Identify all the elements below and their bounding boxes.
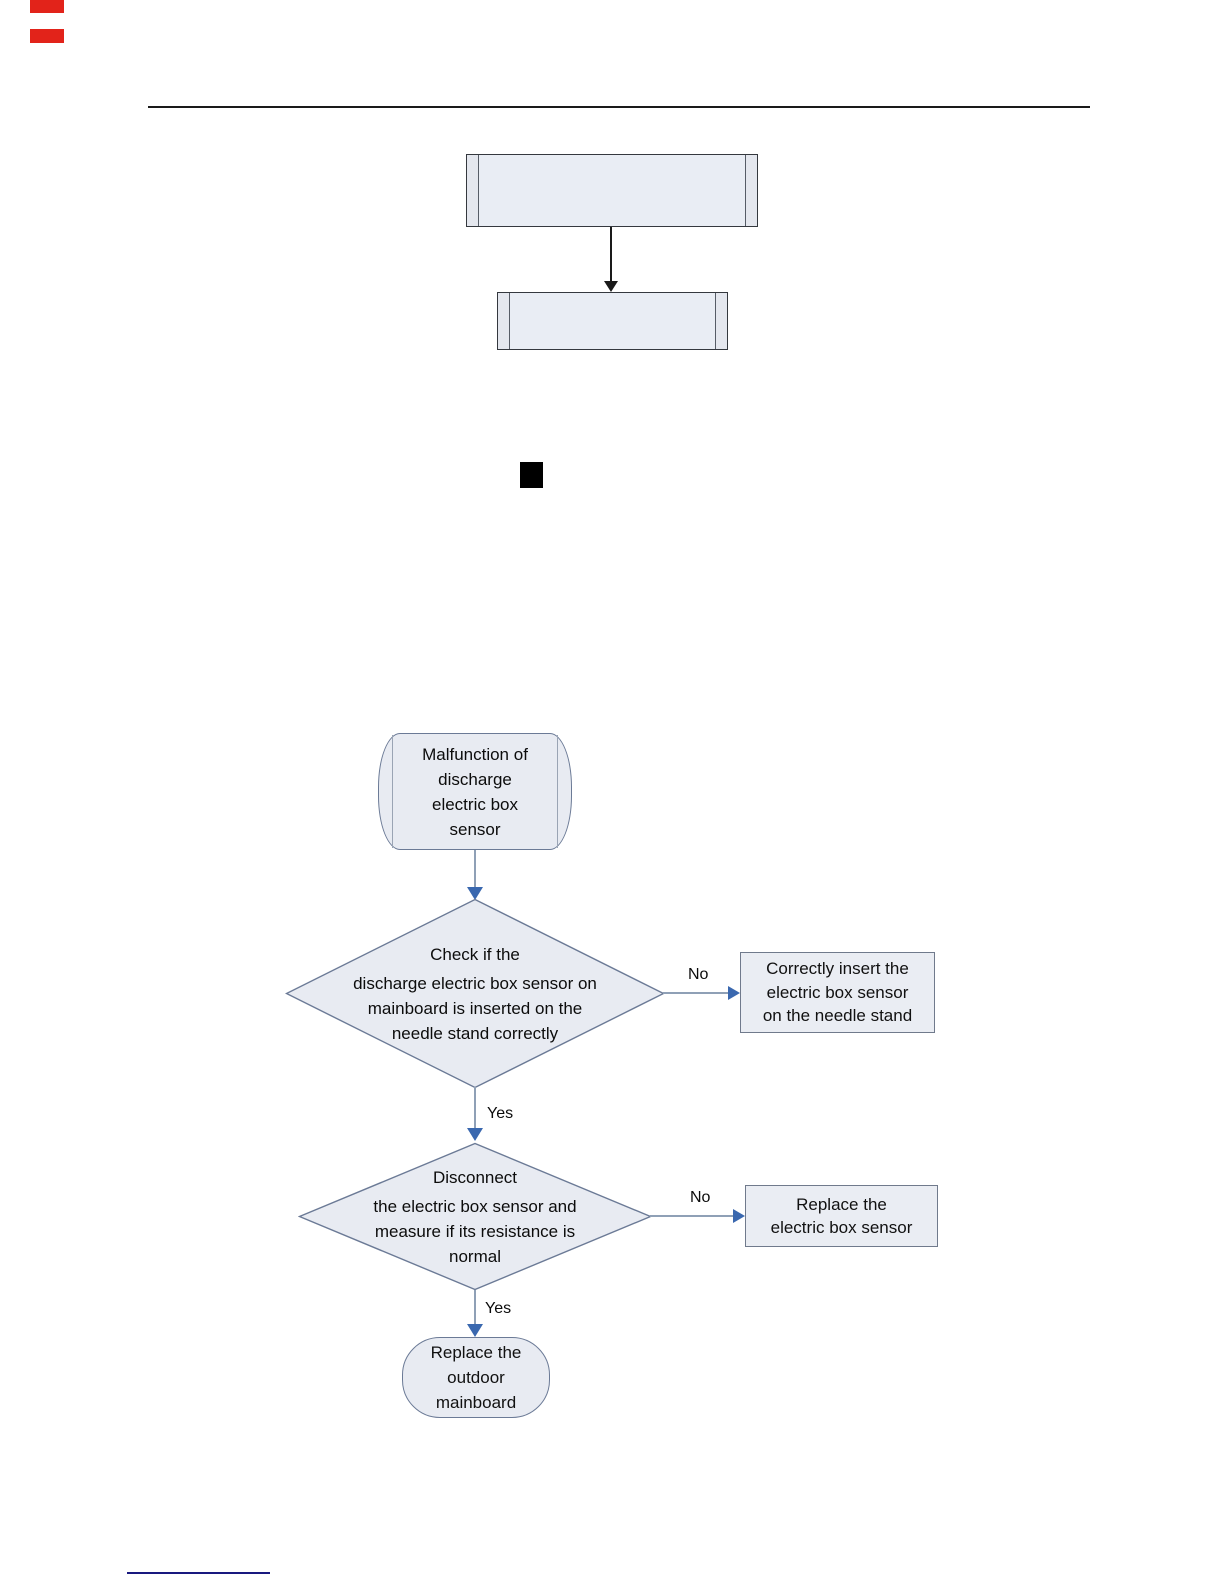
text-line: Correctly insert the bbox=[766, 959, 909, 979]
arrowhead-down-icon bbox=[467, 1128, 483, 1141]
text-line: Check if the bbox=[430, 944, 520, 964]
branch-label-no: No bbox=[690, 1189, 711, 1206]
flowchart-start-node bbox=[378, 733, 572, 850]
text-line: normal bbox=[449, 1246, 501, 1266]
text-line: discharge bbox=[438, 769, 512, 789]
text-line: electric box sensor bbox=[770, 1218, 913, 1237]
text-line: Malfunction of bbox=[422, 744, 528, 764]
seam-line bbox=[557, 735, 558, 848]
top-box-2 bbox=[497, 292, 728, 350]
action-box-correctly-insert: Correctly insert the electric box sensor… bbox=[740, 952, 935, 1033]
box-side-strip bbox=[745, 155, 757, 226]
text-line: Disconnect bbox=[432, 1167, 518, 1187]
text-line: measure if its resistance is bbox=[374, 1221, 576, 1241]
red-mark-icon bbox=[30, 0, 64, 13]
branch-label-no: No bbox=[688, 966, 709, 983]
connector-line bbox=[474, 1087, 476, 1129]
branch-label-yes: Yes bbox=[485, 1300, 512, 1317]
footnote-rule bbox=[127, 1572, 270, 1574]
connector-line bbox=[474, 1290, 476, 1325]
arrowhead-down-icon bbox=[467, 1324, 483, 1337]
decision2-diamond bbox=[298, 1142, 652, 1291]
header-rule bbox=[148, 106, 1090, 108]
connector-line bbox=[650, 1215, 734, 1217]
top-box-2-label bbox=[498, 293, 727, 349]
text-line: on the needle stand bbox=[762, 1006, 913, 1026]
box-side-strip bbox=[467, 155, 479, 226]
connector-line bbox=[663, 992, 729, 994]
text-line: sensor bbox=[449, 819, 501, 839]
decision1-text: Check if the discharge electric box sens… bbox=[285, 898, 665, 1089]
text-line: electric box sensor bbox=[766, 982, 909, 1002]
text-line: the electric box sensor and bbox=[373, 1196, 577, 1216]
box-side-strip bbox=[715, 293, 727, 349]
text-line: outdoor bbox=[447, 1368, 505, 1387]
start-node-text: Malfunction of discharge electric box se… bbox=[392, 733, 558, 850]
text-line: mainboard bbox=[435, 1393, 517, 1412]
arrowhead-down-icon bbox=[467, 887, 483, 900]
arrowhead-down-icon bbox=[604, 281, 618, 292]
seam-line bbox=[392, 735, 393, 848]
top-box-1-label bbox=[467, 155, 757, 226]
box-side-strip bbox=[498, 293, 510, 349]
text-line: discharge electric box sensor on bbox=[353, 973, 597, 993]
action-box-replace-sensor: Replace the electric box sensor bbox=[745, 1185, 938, 1247]
red-mark-icon bbox=[30, 29, 64, 43]
decision2-text: Disconnect the electric box sensor and m… bbox=[298, 1142, 652, 1291]
text-line: electric box bbox=[432, 794, 518, 814]
connector-line bbox=[474, 850, 476, 888]
arrowhead-right-icon bbox=[733, 1209, 745, 1223]
branch-label-yes: Yes bbox=[487, 1105, 514, 1122]
text-line: needle stand correctly bbox=[391, 1023, 559, 1043]
text-line: Replace the bbox=[430, 1343, 522, 1362]
section-bullet-square bbox=[520, 462, 543, 488]
arrowhead-right-icon bbox=[728, 986, 740, 1000]
text-line: mainboard is inserted on the bbox=[367, 998, 583, 1018]
top-box-1 bbox=[466, 154, 758, 227]
flowchart-end-node: Replace the outdoor mainboard bbox=[402, 1337, 550, 1418]
connector-line bbox=[610, 227, 612, 282]
text-line: Replace the bbox=[796, 1194, 887, 1214]
